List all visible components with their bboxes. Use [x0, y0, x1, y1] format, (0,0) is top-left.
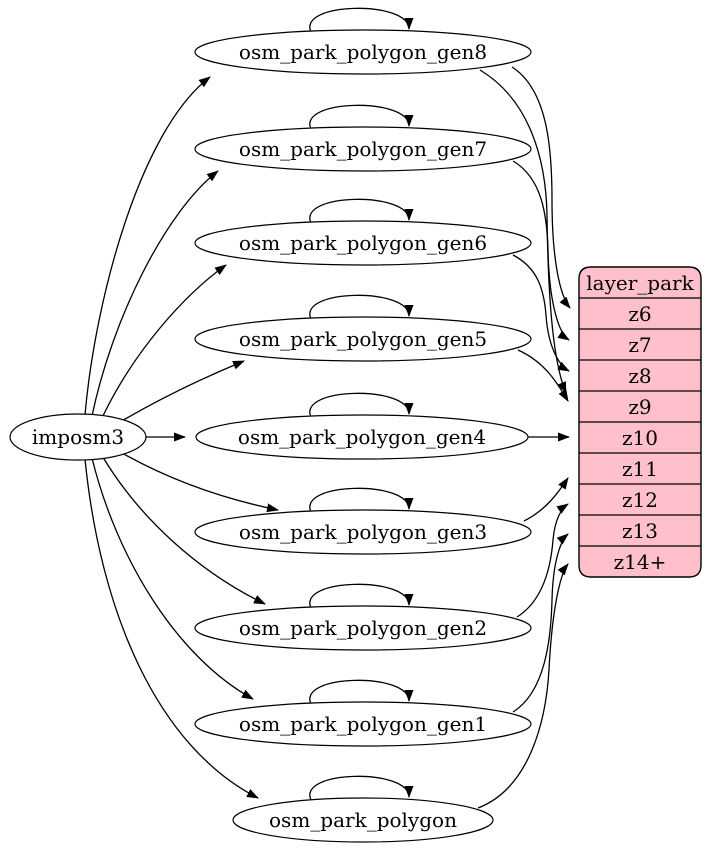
- table-row-z10: z10: [622, 426, 658, 450]
- table-row-z12: z12: [622, 488, 658, 512]
- self-loop-gen7: [309, 104, 414, 130]
- node-gen2-label: osm_park_polygon_gen2: [239, 616, 487, 640]
- table-row-z11: z11: [622, 457, 658, 481]
- layer-park-table: layer_park z6 z7 z8 z9 z10 z11 z12 z13 z…: [578, 266, 702, 578]
- node-gen8-shape: [194, 29, 532, 75]
- node-osm-park-polygon-shape: [232, 797, 494, 843]
- node-gen5-shape: [194, 316, 532, 362]
- edge-gen3-to-z11: [523, 477, 569, 522]
- edge-gen8-to-z6: [511, 66, 571, 309]
- node-gen3-label: osm_park_polygon_gen3: [239, 520, 487, 544]
- node-gen4-label: osm_park_polygon_gen4: [238, 425, 486, 449]
- self-loop-gen1: [309, 679, 414, 705]
- node-gen2-shape: [194, 605, 532, 651]
- self-loop-gen5: [309, 294, 414, 320]
- table-row-z13: z13: [622, 519, 658, 543]
- node-gen7-label: osm_park_polygon_gen7: [239, 137, 487, 161]
- node-osm-park-polygon-label: osm_park_polygon: [269, 808, 457, 832]
- edge-imposm3-to-gen7: [91, 170, 219, 417]
- self-loop-gen4: [309, 392, 414, 418]
- edge-gen5-to-z9: [517, 349, 569, 402]
- edge-gen8-to-z9: [479, 69, 567, 394]
- node-imposm3-shape: [9, 413, 147, 461]
- edge-imposm3-to-gen2: [100, 453, 266, 605]
- edge-imposm3-to-osm-park-polygon: [84, 458, 259, 799]
- node-osm-park-polygon-gen5: osm_park_polygon_gen5: [194, 316, 532, 362]
- node-osm-park-polygon: osm_park_polygon: [232, 797, 494, 843]
- node-imposm3-label: imposm3: [32, 425, 124, 449]
- self-loop-osm-park-polygon: [309, 775, 414, 801]
- node-osm-park-polygon-gen3: osm_park_polygon_gen3: [194, 509, 532, 555]
- node-gen8-label: osm_park_polygon_gen8: [239, 40, 487, 64]
- node-osm-park-polygon-gen7: osm_park_polygon_gen7: [194, 126, 532, 172]
- node-gen6-label: osm_park_polygon_gen6: [239, 231, 487, 255]
- node-osm-park-polygon-gen8: osm_park_polygon_gen8: [194, 29, 532, 75]
- node-gen6-shape: [194, 220, 532, 266]
- self-loop-gen8: [309, 7, 414, 33]
- edge-gen7-to-z7: [512, 160, 570, 341]
- node-gen4-shape: [195, 414, 529, 460]
- node-osm-park-polygon-gen6: osm_park_polygon_gen6: [194, 220, 532, 266]
- node-osm-park-polygon-gen2: osm_park_polygon_gen2: [194, 605, 532, 651]
- self-loop-gen6: [309, 198, 414, 224]
- self-loop-gen3: [309, 487, 414, 513]
- layer-park-header: layer_park: [586, 271, 694, 295]
- edge-gen2-to-z12: [516, 503, 569, 618]
- edge-imposm3-to-gen8: [84, 76, 211, 416]
- node-imposm3: imposm3: [9, 413, 147, 461]
- edge-gen6-to-z8: [512, 254, 570, 372]
- node-gen5-label: osm_park_polygon_gen5: [239, 327, 487, 351]
- edge-imposm3-to-gen1: [91, 457, 254, 700]
- table-row-z7: z7: [628, 333, 651, 357]
- edge-osm-park-polygon-to-z14: [477, 563, 569, 809]
- table-row-z6: z6: [628, 302, 651, 326]
- edge-imposm3-to-gen6: [100, 264, 227, 421]
- table-row-z9: z9: [628, 395, 651, 419]
- edge-imposm3-to-gen3: [114, 448, 279, 513]
- table-row-z14: z14+: [614, 550, 667, 574]
- self-loop-gen2: [309, 583, 414, 609]
- node-gen1-label: osm_park_polygon_gen1: [239, 712, 487, 736]
- node-gen1-shape: [194, 701, 532, 747]
- node-osm-park-polygon-gen4: osm_park_polygon_gen4: [195, 414, 529, 460]
- edge-group: [84, 7, 571, 809]
- node-gen7-shape: [194, 126, 532, 172]
- node-osm-park-polygon-gen1: osm_park_polygon_gen1: [194, 701, 532, 747]
- edge-gen1-to-z13: [512, 533, 569, 713]
- edge-imposm3-to-gen5: [114, 360, 245, 426]
- node-gen3-shape: [194, 509, 532, 555]
- table-row-z8: z8: [628, 364, 651, 388]
